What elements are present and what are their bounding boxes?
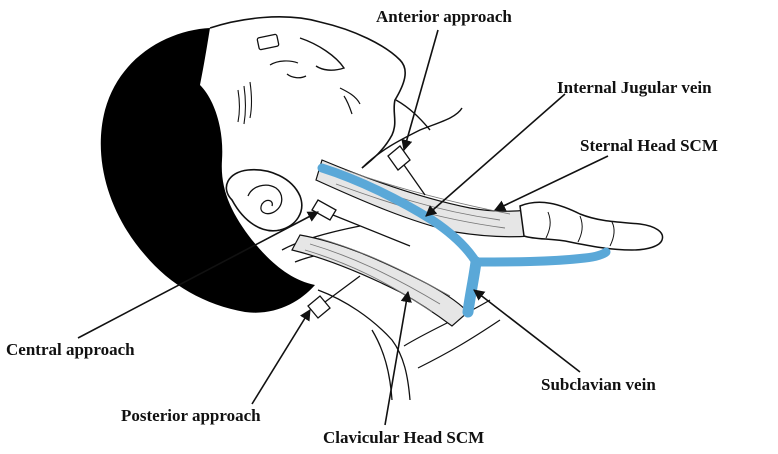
label-anterior-approach: Anterior approach [376,7,512,27]
arrow-subclavian-vein [474,290,580,372]
eye-patch [257,34,279,50]
nose [300,38,344,70]
label-clavicular-head-scm: Clavicular Head SCM [323,428,484,448]
label-posterior-approach: Posterior approach [121,406,261,426]
face-outline [210,17,405,168]
label-subclavian-vein: Subclavian vein [541,375,656,395]
clavicle [520,202,663,250]
eye [287,74,306,78]
arrow-clavicular-head-scm [385,292,408,425]
jaw-line [362,100,462,168]
label-sternal-head-scm: Sternal Head SCM [580,136,718,156]
arrow-internal-jugular-vein [426,94,565,216]
eye-brow [270,61,298,65]
arrow-sternal-head-scm [495,156,608,210]
mouth [340,88,360,114]
brachiocephalic-vein [468,262,476,312]
label-central-approach: Central approach [6,340,135,360]
label-internal-jugular-vein: Internal Jugular vein [557,78,712,98]
cheek-lines [238,82,252,124]
arrow-posterior-approach [252,310,310,404]
arrow-anterior-approach [404,30,438,150]
subclavian-vein [476,252,606,262]
